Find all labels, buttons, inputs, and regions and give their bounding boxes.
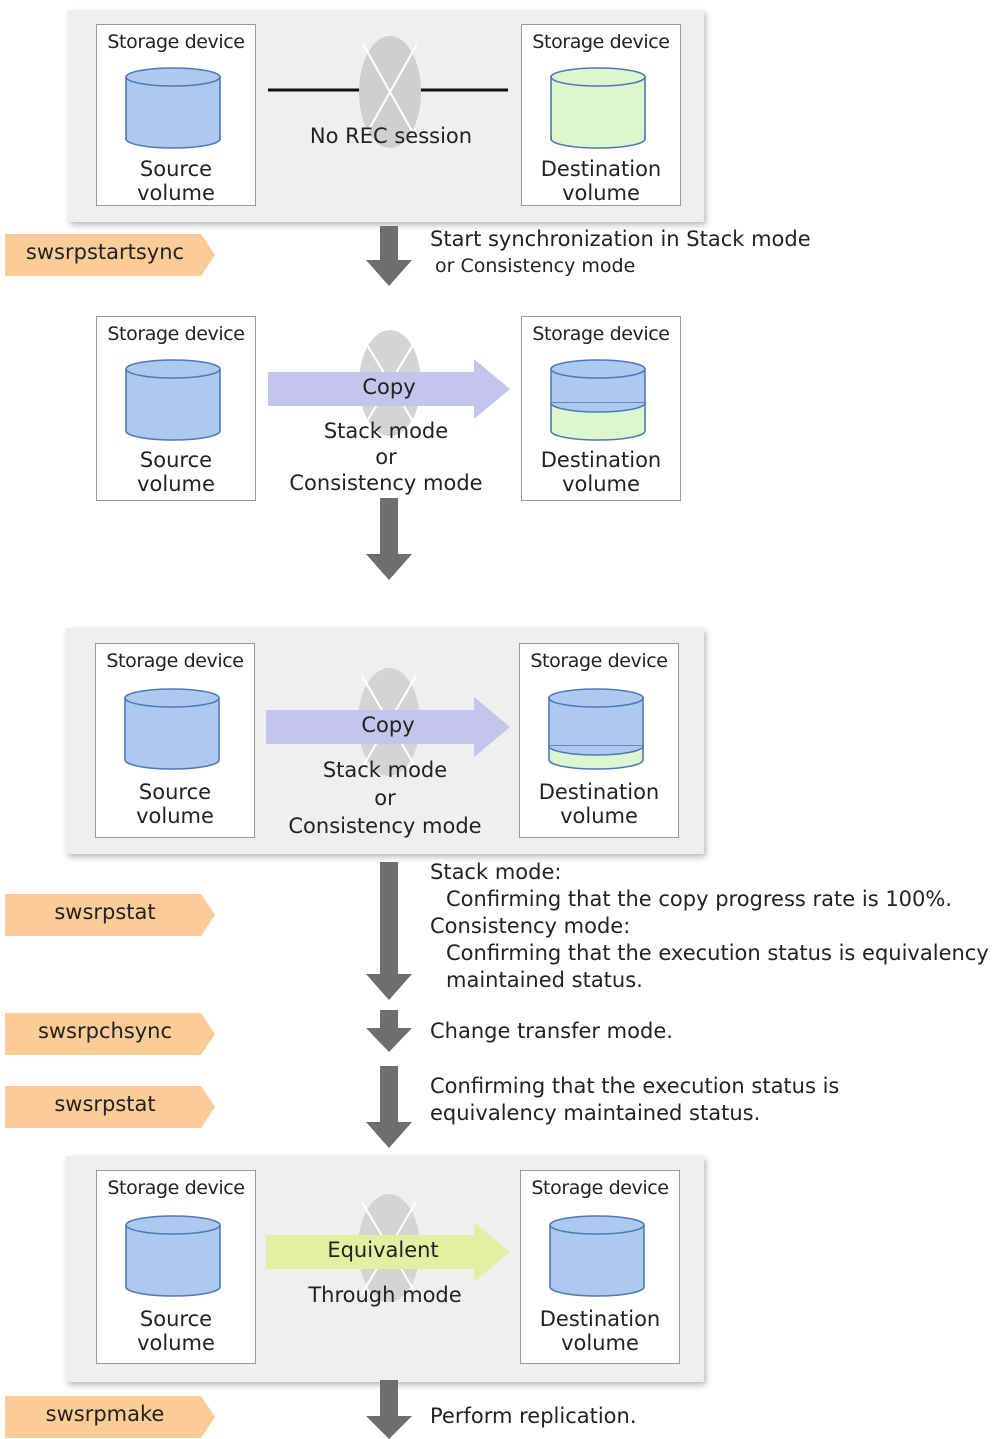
storage-device-label: Storage device — [532, 31, 670, 53]
source-volume-cylinder — [125, 359, 221, 441]
command-tag-swsrpstat: swsrpstat — [5, 894, 215, 936]
flow-arrow-down — [366, 1066, 412, 1148]
command-name: swsrpmake — [45, 1402, 165, 1426]
destination-volume-label: Destination volume — [540, 157, 662, 205]
destination-volume-cylinder — [550, 67, 646, 149]
command-name: swsrpstat — [54, 900, 156, 924]
equivalent-arrow-label: Equivalent — [327, 1238, 439, 1262]
source-volume-label: Source volume — [137, 1307, 215, 1355]
mode-label: Through mode — [308, 1283, 462, 1307]
copy-arrow-shape — [266, 697, 510, 757]
source-storage-device: Storage device Source volume — [95, 643, 255, 838]
destination-volume-cylinder-mostly — [548, 688, 644, 770]
flow-arrow-down — [366, 226, 412, 286]
flow-arrow-down — [366, 1380, 412, 1439]
copy-arrow-label: Copy — [362, 375, 416, 399]
destination-storage-device: Storage device Destination volume — [521, 316, 681, 501]
equivalent-arrow-shape — [266, 1222, 510, 1282]
destination-volume-cylinder-full — [549, 1215, 645, 1297]
source-storage-device: Storage device Source volume — [96, 24, 256, 206]
storage-device-label: Storage device — [530, 650, 668, 672]
destination-volume-label: Destination volume — [538, 780, 660, 828]
storage-device-label: Storage device — [106, 650, 244, 672]
copy-arrow-label: Copy — [361, 713, 415, 737]
flow-arrow-down — [366, 1010, 412, 1052]
flow-arrow-down — [366, 862, 412, 1000]
storage-device-label: Storage device — [531, 1177, 669, 1199]
command-tag-swsrpchsync: swsrpchsync — [5, 1013, 215, 1055]
note-chsync: Change transfer mode. — [430, 1019, 673, 1043]
note-make: Perform replication. — [430, 1404, 637, 1428]
tag-shape — [5, 234, 215, 276]
destination-storage-device: Storage device Destination volume — [520, 1170, 680, 1364]
source-volume-cylinder — [125, 67, 221, 149]
no-rec-session-label: No REC session — [309, 124, 473, 148]
equivalent-arrow: Equivalent — [266, 1222, 510, 1282]
destination-volume-cylinder-half — [550, 359, 646, 441]
mode-label: Stack mode or Consistency mode — [289, 419, 483, 495]
command-name: swsrpstartsync — [25, 240, 185, 264]
source-volume-cylinder — [124, 688, 220, 770]
copy-arrow-shape — [268, 359, 510, 419]
note-stat-1: Stack mode: Confirming that the copy pro… — [430, 860, 989, 992]
tag-shape — [5, 894, 215, 936]
source-storage-device: Storage device Source volume — [96, 1170, 256, 1364]
destination-storage-device: Storage device Destination volume — [521, 24, 681, 206]
storage-device-label: Storage device — [107, 31, 245, 53]
command-tag-swsrpmake: swsrpmake — [5, 1396, 215, 1438]
command-name: swsrpstat — [54, 1092, 156, 1116]
no-session-x-icon — [359, 36, 421, 148]
tag-shape — [5, 1013, 215, 1055]
tag-shape — [5, 1086, 215, 1128]
storage-device-label: Storage device — [532, 323, 670, 345]
command-tag-swsrpstat: swsrpstat — [5, 1086, 215, 1128]
note-stat-2: Confirming that the execution status is … — [430, 1074, 840, 1125]
source-volume-label: Source volume — [137, 448, 215, 496]
destination-volume-label: Destination volume — [540, 448, 662, 496]
source-volume-label: Source volume — [137, 157, 215, 205]
copy-arrow: Copy — [266, 697, 510, 757]
destination-storage-device: Storage device Destination volume — [519, 643, 679, 838]
command-name: swsrpchsync — [37, 1019, 173, 1043]
flow-arrow-down — [366, 498, 412, 580]
storage-device-label: Storage device — [107, 1177, 245, 1199]
source-storage-device: Storage device Source volume — [96, 316, 256, 501]
storage-device-label: Storage device — [107, 323, 245, 345]
tag-shape — [5, 1396, 215, 1438]
copy-arrow: Copy — [268, 359, 510, 419]
command-tag-swsrpstartsync: swsrpstartsync — [5, 234, 215, 276]
source-volume-label: Source volume — [136, 780, 214, 828]
destination-volume-label: Destination volume — [539, 1307, 661, 1355]
note-start-sync: Start synchronization in Stack mode or C… — [430, 227, 811, 277]
mode-label: Stack mode or Consistency mode — [288, 758, 482, 838]
source-volume-cylinder — [125, 1215, 221, 1297]
